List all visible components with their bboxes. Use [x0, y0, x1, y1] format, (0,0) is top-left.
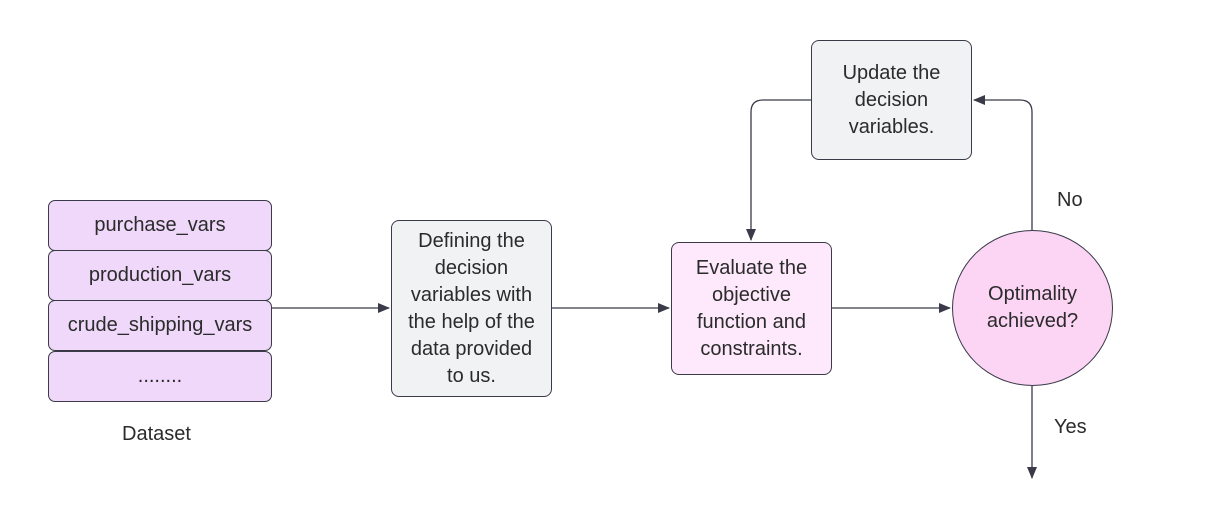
dataset-caption: Dataset: [122, 423, 191, 445]
arrow-decision-no-to-update: [973, 95, 1033, 230]
define-variables-step: Defining the decision variables with the…: [391, 220, 552, 397]
dataset-row-label: purchase_vars: [94, 214, 226, 236]
dataset-row-ellipsis: ........: [48, 351, 272, 402]
evaluate-objective-step: Evaluate the objective function and cons…: [671, 242, 832, 375]
update-variables-label: Update the decision variables.: [842, 61, 941, 138]
dataset-row-label: crude_shipping_vars: [67, 314, 253, 336]
edge-label-no: No: [1057, 189, 1083, 211]
optimality-decision-label: Optimality achieved?: [986, 283, 1079, 332]
dataset-row-production-vars: production_vars: [48, 250, 272, 301]
define-variables-label: Defining the decision variables with the…: [408, 229, 535, 387]
optimality-decision-node: Optimality achieved?: [952, 230, 1113, 386]
evaluate-objective-label: Evaluate the objective function and cons…: [695, 256, 808, 360]
arrow-update-to-evaluate: [746, 99, 811, 241]
dataset-row-label: production_vars: [88, 264, 232, 286]
dataset-row-crude-shipping-vars: crude_shipping_vars: [48, 300, 272, 351]
dataset-row-label: ........: [137, 365, 183, 387]
update-variables-step: Update the decision variables.: [811, 40, 972, 160]
dataset-row-purchase-vars: purchase_vars: [48, 200, 272, 251]
edge-label-yes: Yes: [1054, 416, 1087, 438]
